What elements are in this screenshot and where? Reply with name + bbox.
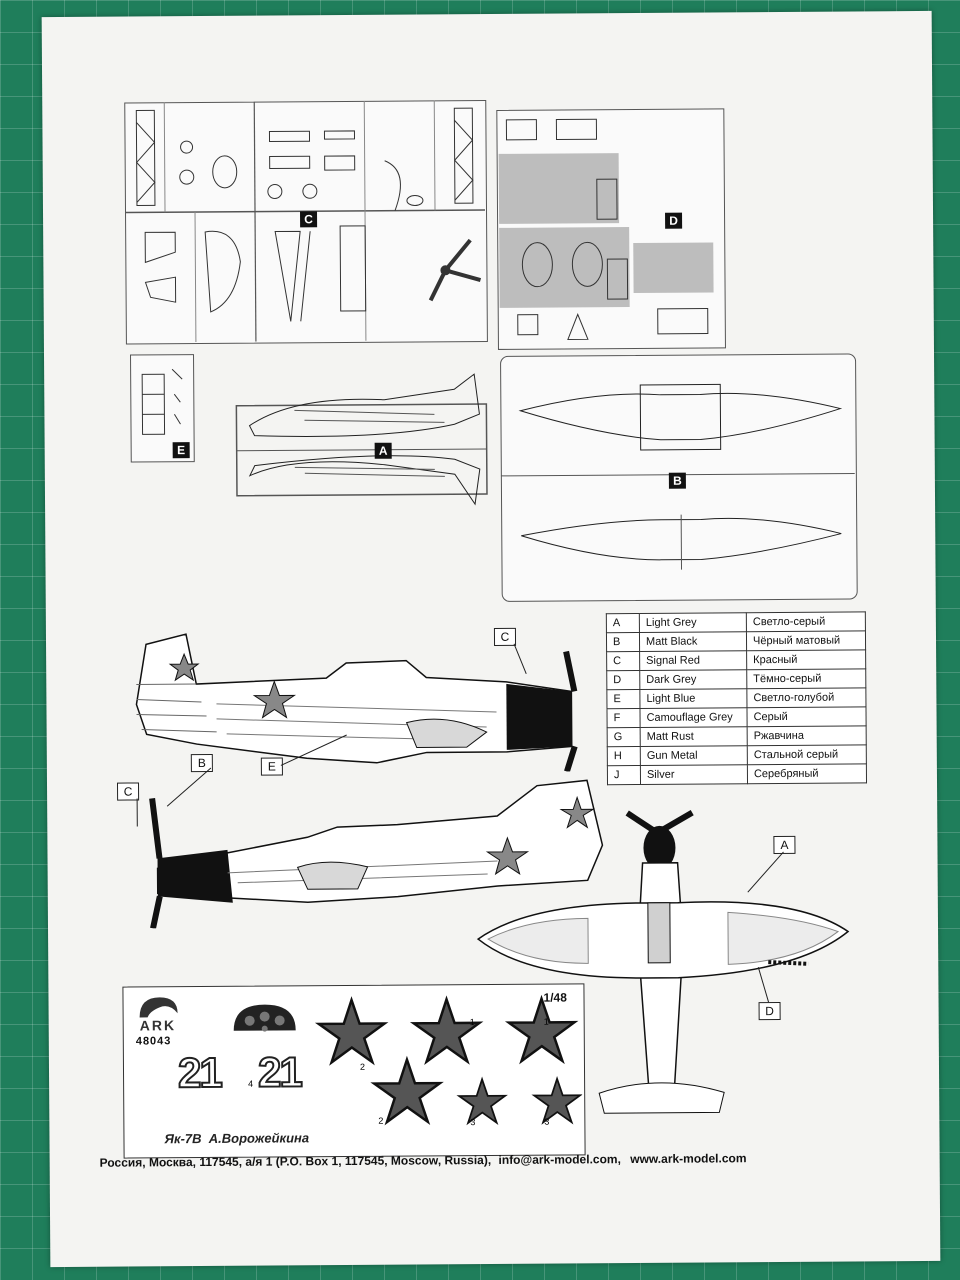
color-code: A: [606, 613, 640, 633]
color-name-ru: Стальной серый: [747, 744, 867, 765]
color-name-ru: Красный: [746, 649, 866, 670]
star-decal: [460, 1080, 505, 1123]
decal-index: 4: [248, 1078, 254, 1089]
instrument-panel-decal: [233, 1004, 296, 1032]
ark-logo-icon: [139, 997, 178, 1018]
star-decals: [311, 994, 580, 1123]
color-name-ru: Серый: [746, 706, 867, 727]
tactical-number-right: 21: [257, 1047, 302, 1096]
callout-leader-lines: [136, 643, 784, 1003]
star-decal: [418, 1003, 476, 1058]
color-code: C: [606, 651, 640, 671]
sprue-c-parts: [125, 100, 486, 343]
star-decal: [535, 1079, 580, 1122]
color-name-en: Dark Grey: [639, 669, 747, 690]
color-name-en: Light Blue: [639, 688, 747, 709]
color-code: G: [607, 727, 641, 747]
star-decal: [378, 1063, 436, 1118]
color-code: F: [606, 708, 641, 728]
color-code: J: [607, 765, 641, 785]
color-code: B: [606, 632, 640, 652]
decal-index: 2: [378, 1115, 384, 1126]
decal-caption: Як-7В А.Ворожейкина: [164, 1130, 310, 1147]
color-name-ru: Светло-голубой: [746, 687, 866, 708]
decal-index: 1: [543, 1016, 549, 1027]
color-name-en: Signal Red: [639, 650, 747, 671]
decal-index: 3: [544, 1116, 550, 1127]
color-name-en: Gun Metal: [640, 745, 748, 766]
color-name-en: Silver: [640, 764, 748, 785]
aircraft-side-profile-bottom: [149, 779, 604, 929]
color-name-ru: Чёрный матовый: [746, 630, 866, 651]
star-decal: [513, 1002, 571, 1057]
aircraft-top-view: [476, 810, 850, 1114]
color-name-en: Matt Rust: [640, 726, 748, 747]
color-name-ru: Серебряный: [747, 763, 867, 784]
instruction-sheet: C D E A B: [41, 10, 941, 1268]
sprue-e-parts: [141, 368, 183, 435]
sprue-d-parts: [505, 118, 709, 340]
color-code: D: [606, 670, 640, 690]
color-name-en: Camouflage Grey: [639, 707, 748, 728]
color-name-ru: Ржавчина: [747, 725, 867, 746]
color-name-ru: Тёмно-серый: [746, 668, 866, 689]
color-name-en: Light Grey: [639, 612, 747, 633]
kit-number: 48043: [135, 1035, 172, 1048]
decal-index: 3: [470, 1117, 476, 1128]
color-code: E: [606, 689, 640, 709]
color-name-en: Matt Black: [639, 631, 747, 652]
tactical-number-left: 21: [177, 1048, 222, 1097]
footer-website[interactable]: www.ark-model.com: [630, 1151, 747, 1167]
color-code: H: [607, 746, 641, 766]
decal-index: 1: [469, 1017, 475, 1028]
color-name-ru: Светло-серый: [746, 611, 866, 632]
footer-address: Россия, Москва, 117545, а/я 1 (P.O. Box …: [99, 1153, 492, 1170]
star-decal: [323, 1004, 381, 1059]
decal-index: 2: [359, 1061, 366, 1072]
decal-sheet: ARK 48043 1/48 21 21 4 1 1 2 2 3 3 Як-7В…: [122, 983, 586, 1159]
footer-email[interactable]: info@ark-model.com,: [498, 1152, 621, 1167]
sprue-a-parts: [235, 373, 488, 506]
aircraft-side-profile-top: [135, 633, 578, 773]
brand-name: ARK: [139, 1017, 177, 1034]
